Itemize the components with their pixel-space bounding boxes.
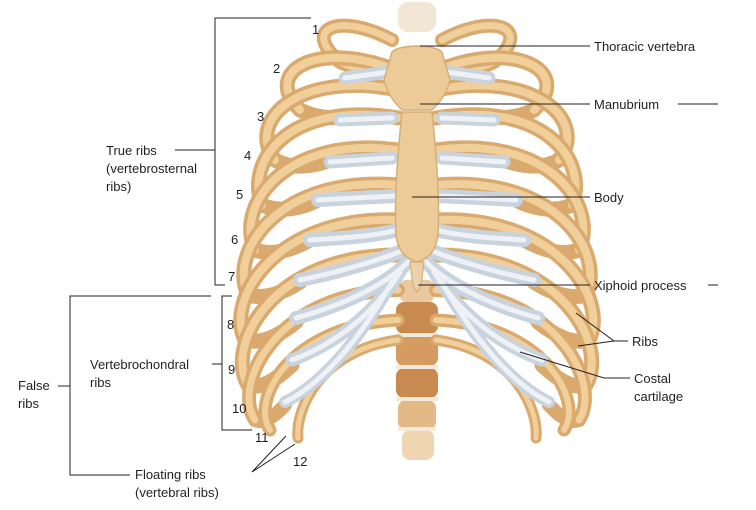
rib-number-5: 5 [236, 187, 243, 202]
costal-cartilages-left [279, 65, 415, 408]
costal-cartilages-right [419, 65, 555, 408]
right-labels: Thoracic vertebra Manubrium Body Xiphoid… [594, 39, 696, 404]
vertebrochondral-label: Vertebrochondral [90, 357, 189, 372]
rib-number-7: 7 [228, 269, 235, 284]
true-ribs-label-line2: (vertebrosternal [106, 161, 197, 176]
rib-number-8: 8 [227, 317, 234, 332]
floating-ribs-leader [251, 435, 296, 473]
left-labels: True ribs (vertebrosternal ribs) Vertebr… [18, 143, 219, 500]
ribs-leader [575, 312, 628, 347]
ribs-label: Ribs [632, 334, 659, 349]
ribs-right [428, 18, 601, 444]
sternal-body-shape [394, 111, 440, 263]
manubrium-shape [383, 45, 451, 111]
rib-number-4: 4 [244, 148, 251, 163]
false-ribs-label-line2: ribs [18, 396, 39, 411]
vertebral-column [396, 2, 438, 460]
costal-cartilage-leader [519, 351, 630, 379]
rib-number-3: 3 [257, 109, 264, 124]
costal-cartilage-label-line2: cartilage [634, 389, 683, 404]
rib-numbers: 1 2 3 4 5 6 7 8 9 10 11 12 [227, 22, 319, 469]
true-ribs-label: True ribs [106, 143, 157, 158]
vertebrochondral-bracket [221, 295, 252, 431]
costal-cartilage-label: Costal [634, 371, 671, 386]
thoracic-vertebra-label: Thoracic vertebra [594, 39, 696, 54]
left-brackets [58, 17, 311, 476]
right-leaders [412, 45, 718, 379]
true-ribs-label-line3: ribs) [106, 179, 131, 194]
rib-number-6: 6 [231, 232, 238, 247]
rib-number-12: 12 [293, 454, 307, 469]
false-ribs-label: False [18, 378, 50, 393]
rib-cage-illustration [233, 2, 601, 460]
rib-number-9: 9 [228, 362, 235, 377]
body-label: Body [594, 190, 624, 205]
rib-number-11: 11 [255, 430, 269, 445]
rib-number-1: 1 [312, 22, 319, 37]
manubrium-label: Manubrium [594, 97, 659, 112]
floating-ribs-label: Floating ribs [135, 467, 206, 482]
xiphoid-process-label: Xiphoid process [594, 278, 687, 293]
floating-ribs-label-line2: (vertebral ribs) [135, 485, 219, 500]
rib-number-10: 10 [232, 401, 246, 416]
vertebrochondral-label-line2: ribs [90, 375, 111, 390]
true-ribs-bracket [214, 17, 311, 286]
rib-number-2: 2 [273, 61, 280, 76]
